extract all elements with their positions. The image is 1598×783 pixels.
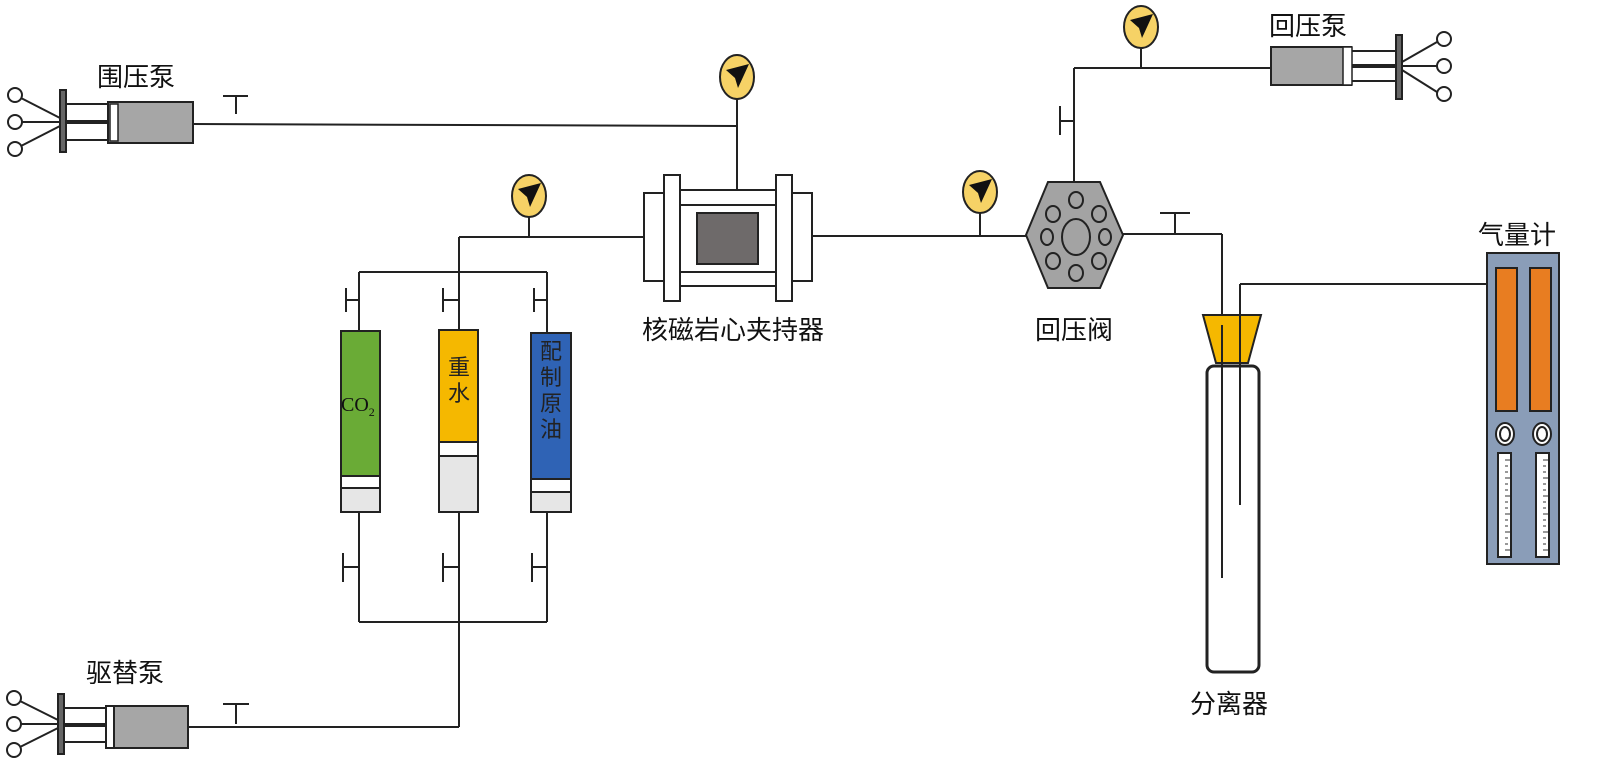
shutoff-valves: [223, 95, 1190, 724]
back-pressure-pump-label: 回压泵: [1269, 12, 1348, 42]
pipelines: [188, 46, 1487, 728]
gas-meter-scale: [1505, 459, 1548, 551]
confining-pump: [7, 87, 194, 157]
pressure-gauge-inlet: [511, 174, 547, 218]
gas-meter: [1486, 252, 1560, 565]
container-heavy-water: [438, 329, 479, 513]
co2-container-label: CO2: [341, 394, 375, 419]
container-crude-oil: [530, 332, 572, 513]
container-co2: [340, 330, 381, 513]
pressure-gauge-outlet: [962, 170, 998, 214]
heavy-water-container-label: 重水: [447, 356, 470, 407]
pressure-gauge-back: [1123, 5, 1159, 49]
confining-pump-label: 围压泵: [97, 63, 176, 93]
back-pressure-pump: [1270, 31, 1452, 102]
nmr-core-holder: [643, 174, 813, 302]
back-pressure-valve: [1024, 181, 1125, 289]
gas-meter-label: 气量计: [1478, 221, 1557, 251]
core-holder-label: 核磁岩心夹持器: [642, 316, 825, 346]
separator-label: 分离器: [1190, 690, 1269, 720]
displacement-pump: [6, 690, 189, 758]
separator: [1201, 284, 1263, 674]
back-pressure-valve-label: 回压阀: [1035, 316, 1114, 346]
pressure-gauge-confining: [719, 54, 755, 100]
displacement-pump-label: 驱替泵: [86, 659, 165, 689]
crude-oil-container-label: 配制原油: [539, 340, 562, 443]
